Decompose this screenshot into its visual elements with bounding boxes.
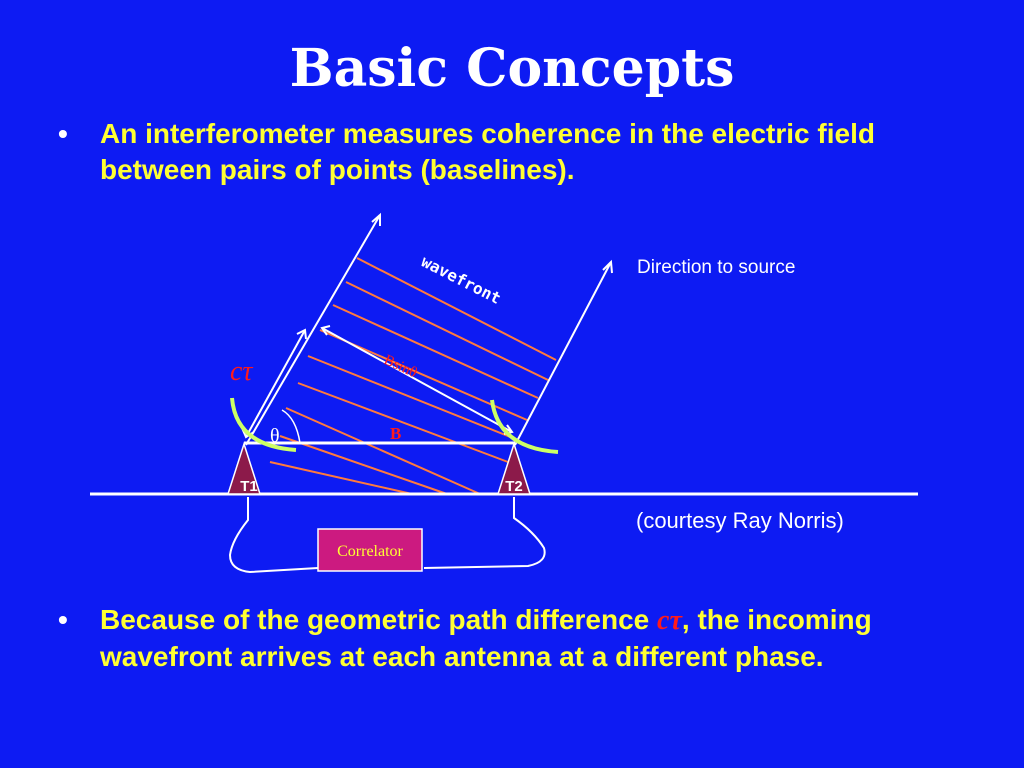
bsin-label: Bsinθ xyxy=(381,352,419,381)
arrowhead xyxy=(320,325,331,336)
ct-symbol: cτ xyxy=(657,605,682,636)
wavefront-line xyxy=(356,257,557,361)
wavefront-line xyxy=(307,355,519,441)
wavefront-line xyxy=(279,435,448,495)
direction-arrow-t2 xyxy=(514,261,612,446)
credit-text: (courtesy Ray Norris) xyxy=(636,508,844,533)
bullet-2-text-after: , the incoming wavefront arrives at each… xyxy=(100,604,872,672)
antenna-t2-label: T2 xyxy=(505,478,523,495)
direction-label: Direction to source xyxy=(637,257,795,278)
wavefront-label: wavefront xyxy=(418,252,504,308)
arrowhead xyxy=(371,212,381,226)
bsin-arrow xyxy=(321,327,513,433)
slide-title: Basic Concepts xyxy=(289,38,735,99)
arrowhead xyxy=(296,328,307,340)
bullet-2-text-before: Because of the geometric path difference xyxy=(100,604,658,635)
wavefront-line xyxy=(269,461,413,495)
antenna-t2 xyxy=(496,441,532,495)
ct-arrow xyxy=(245,329,306,438)
antenna-t1-label: T1 xyxy=(240,478,258,495)
bullet-1-text: An interferometer measures coherence in … xyxy=(100,118,875,185)
theta-arc xyxy=(281,409,301,444)
cable-t1 xyxy=(228,497,319,574)
arrowhead xyxy=(602,259,613,274)
ct-label: cτ xyxy=(230,356,253,387)
correlator-box xyxy=(317,528,423,572)
wavefront-line xyxy=(297,382,509,463)
wavefront-line xyxy=(332,304,539,399)
bullet-marker: • xyxy=(58,604,68,635)
baseline-label: B xyxy=(390,424,401,443)
bullet-2-text: Because of the geometric path difference… xyxy=(100,602,940,675)
antenna-t1 xyxy=(226,441,262,495)
direction-arrow-t1 xyxy=(245,214,381,446)
correlator-label: Correlator xyxy=(337,543,403,560)
wave-arc-t1 xyxy=(230,397,297,452)
wavefront-line xyxy=(285,407,481,495)
cable-t2 xyxy=(423,497,546,569)
wavefront-line xyxy=(345,281,549,381)
theta-label: θ xyxy=(270,425,280,447)
bullet-marker: • xyxy=(58,118,68,149)
wave-arc-t2 xyxy=(490,399,559,454)
